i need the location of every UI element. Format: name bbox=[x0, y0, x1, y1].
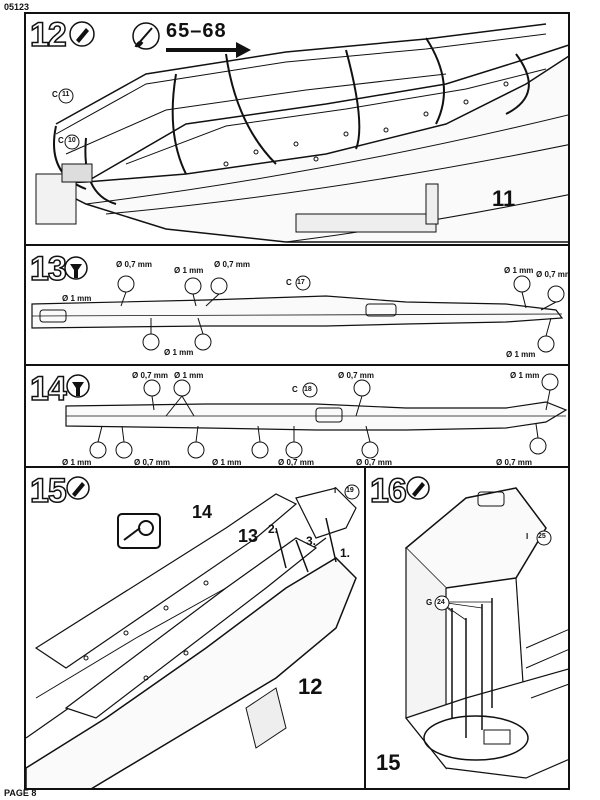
step-14-panel: 14 C 18 Ø 0,7 mm Ø 1 mm Ø 0,7 mm Ø 1 mm … bbox=[24, 364, 570, 468]
drill-13-1: Ø 1 mm bbox=[62, 294, 92, 303]
drill-14-top-3: Ø 1 mm bbox=[510, 371, 540, 380]
part-c11-prefix: C bbox=[52, 90, 58, 99]
drill-14-top-2: Ø 0,7 mm bbox=[338, 371, 375, 380]
step-12-panel: 12 65–68 C 11 C 10 11 bbox=[24, 12, 570, 246]
step-12-number: 12 bbox=[29, 16, 67, 54]
part-c18-label: 18 bbox=[304, 386, 312, 393]
step-15-panel: 15 I 19 14 13 2. 3. 1. 12 bbox=[24, 466, 366, 790]
drill-13-4: Ø 1 mm bbox=[504, 266, 534, 275]
part-g24-label: 24 bbox=[437, 599, 445, 606]
drill-14-top-0: Ø 0,7 mm bbox=[132, 371, 169, 380]
part-i25-label: 25 bbox=[538, 533, 546, 540]
step-16-number: 16 bbox=[369, 472, 407, 510]
label-2: 2. bbox=[268, 522, 279, 536]
part-c17-prefix: C bbox=[286, 278, 292, 287]
step-13-number: 13 bbox=[29, 250, 67, 288]
drill-14-top-1: Ø 1 mm bbox=[174, 371, 204, 380]
label-3: 3. bbox=[306, 534, 317, 548]
part-i19-prefix: I bbox=[334, 486, 337, 495]
part-c17-label: 17 bbox=[297, 279, 305, 286]
step-15-drawing bbox=[26, 476, 360, 788]
step-13-panel: 13 C 17 Ø 0,7 mm Ø 1 mm Ø 0,7 mm Ø 1 mm … bbox=[24, 244, 570, 366]
step-14-number: 14 bbox=[29, 370, 67, 408]
page-number: PAGE 8 bbox=[4, 788, 37, 798]
step-14-drawing bbox=[65, 373, 568, 459]
drill-13-2: Ø 0,7 mm bbox=[214, 260, 251, 269]
step-16-result: 15 bbox=[376, 750, 401, 775]
drill-14-bottom-3: Ø 0,7 mm bbox=[278, 458, 315, 467]
step-12-drawing bbox=[35, 21, 568, 243]
drill-14-bottom-2: Ø 1 mm bbox=[212, 458, 242, 467]
part-i25-prefix: I bbox=[526, 532, 529, 541]
part-c10-label: 10 bbox=[68, 137, 76, 144]
drill-14-bottom-5: Ø 0,7 mm bbox=[496, 458, 533, 467]
label-12: 12 bbox=[298, 674, 323, 699]
part-c11-label: 11 bbox=[62, 91, 70, 98]
drill-14-bottom-4: Ø 0,7 mm bbox=[356, 458, 393, 467]
drill-13-5: Ø 0,7 mm bbox=[536, 270, 570, 279]
step-15-number: 15 bbox=[29, 472, 67, 510]
step-12-result: 11 bbox=[492, 186, 516, 211]
label-1: 1. bbox=[340, 546, 351, 560]
drill-13-3: Ø 1 mm bbox=[174, 266, 204, 275]
drill-13-0: Ø 0,7 mm bbox=[116, 260, 153, 269]
label-14: 14 bbox=[192, 502, 213, 522]
step-13-drawing bbox=[31, 256, 565, 353]
drill-14-bottom-0: Ø 1 mm bbox=[62, 458, 92, 467]
label-13: 13 bbox=[238, 526, 259, 546]
step-16-panel: 16 I 25 G 24 15 bbox=[364, 466, 570, 790]
document-code: 05123 bbox=[4, 2, 30, 12]
drill-14-bottom-1: Ø 0,7 mm bbox=[134, 458, 171, 467]
drill-13-6: Ø 1 mm bbox=[164, 348, 194, 357]
part-i19-label: 19 bbox=[346, 487, 354, 494]
part-c10-prefix: C bbox=[58, 136, 64, 145]
drill-13-7: Ø 1 mm bbox=[506, 350, 536, 359]
step-12-range: 65–68 bbox=[166, 20, 227, 42]
part-g24-prefix: G bbox=[426, 598, 433, 607]
step-16-drawing bbox=[404, 476, 568, 779]
part-c18-prefix: C bbox=[292, 385, 298, 394]
